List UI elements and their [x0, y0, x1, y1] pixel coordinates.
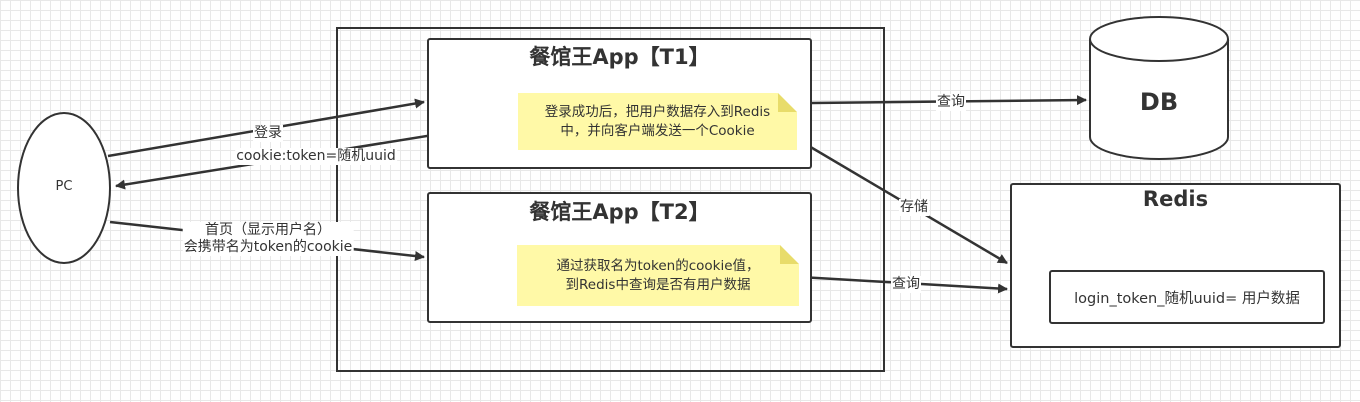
app-t1-note: 登录成功后，把用户数据存入到Redis 中，并向客户端发送一个Cookie: [518, 93, 797, 150]
query-redis-edge-label: 查询: [891, 276, 921, 293]
app-t1-note-text: 登录成功后，把用户数据存入到Redis 中，并向客户端发送一个Cookie: [545, 103, 770, 141]
db-cylinder: [1089, 16, 1229, 160]
app-t2-note-text: 通过获取名为token的cookie值， 到Redis中查询是否有用户数据: [556, 257, 759, 295]
redis-entry-box: login_token_随机uuid= 用户数据: [1049, 270, 1325, 324]
query-db-edge-label: 查询: [936, 94, 966, 111]
app-t2-note-line1: 通过获取名为token的cookie值，: [556, 257, 760, 274]
pc-ellipse: [17, 112, 111, 264]
home-edge-label-line2: 会携带名为token的cookie: [183, 239, 353, 255]
app-t1-title: 餐馆王App【T1】: [529, 45, 710, 69]
note-fold-corner: [780, 245, 799, 264]
store-redis-edge-label: 存储: [899, 199, 929, 216]
cookie-edge-label: cookie:token=随机uuid: [235, 148, 397, 165]
app-cluster-container: [336, 27, 885, 372]
pc-label: PC: [55, 179, 73, 194]
db-label: DB: [1139, 88, 1179, 116]
app-t2-note-line2: 到Redis中查询是否有用户数据: [565, 276, 751, 293]
home-edge-label: 首页（显示用户名） 会携带名为token的cookie: [182, 222, 354, 256]
app-t1-note-line2: 中，并向客户端发送一个Cookie: [560, 122, 755, 139]
note-fold-corner: [778, 93, 797, 112]
home-edge-label-line1: 首页（显示用户名）: [205, 222, 331, 238]
app-t2-title: 餐馆王App【T2】: [529, 200, 710, 224]
app-t1-note-line1: 登录成功后，把用户数据存入到Redis: [544, 103, 771, 120]
redis-entry-text: login_token_随机uuid= 用户数据: [1074, 290, 1300, 307]
login-edge-label: 登录: [253, 125, 283, 142]
redis-title: Redis: [1142, 187, 1209, 211]
app-t2-note: 通过获取名为token的cookie值， 到Redis中查询是否有用户数据: [517, 245, 799, 306]
